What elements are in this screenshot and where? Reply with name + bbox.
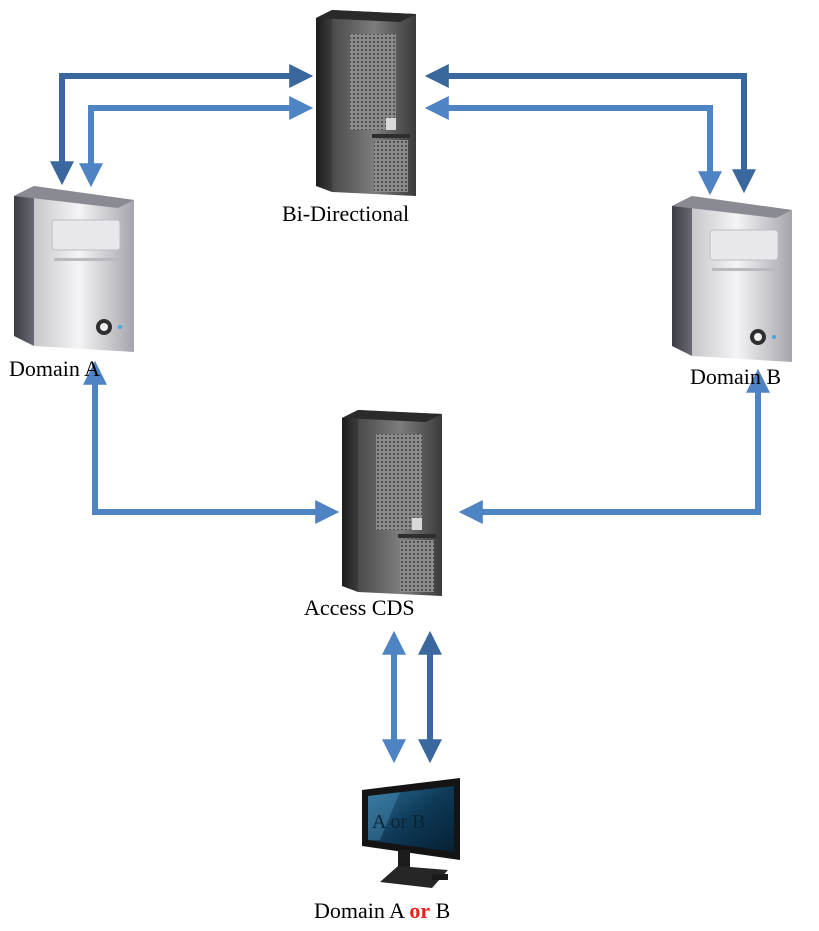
workstation-label-prefix: Domain A [314, 898, 410, 923]
access-cds-label: Access CDS [304, 595, 415, 620]
monitor-screen-text: A or B [372, 811, 426, 833]
workstation-label-or: or [409, 898, 431, 923]
workstation-monitor-icon [362, 778, 460, 888]
domain-a-label: Domain A [9, 356, 101, 381]
arrow-a-to-bidir-outer [50, 64, 314, 186]
arrows [50, 64, 770, 764]
domain-b-tower-icon [672, 196, 792, 362]
bi-directional-label: Bi-Directional [282, 201, 410, 226]
workstation-label-suffix: B [430, 898, 451, 923]
access-cds-server-icon [342, 410, 442, 596]
bidir-server-icon [316, 10, 416, 196]
workstation-label: Domain A or B [314, 900, 450, 922]
arrow-bidir-to-b-inner [424, 96, 722, 196]
domain-b-label: Domain B [690, 364, 782, 389]
arrow-a-to-cds [83, 360, 340, 524]
domain-a-tower-icon [14, 186, 134, 352]
arrow-b-to-cds [458, 368, 770, 524]
arrow-bidir-to-b-outer [424, 64, 756, 194]
arrow-a-to-bidir-inner [79, 96, 314, 188]
